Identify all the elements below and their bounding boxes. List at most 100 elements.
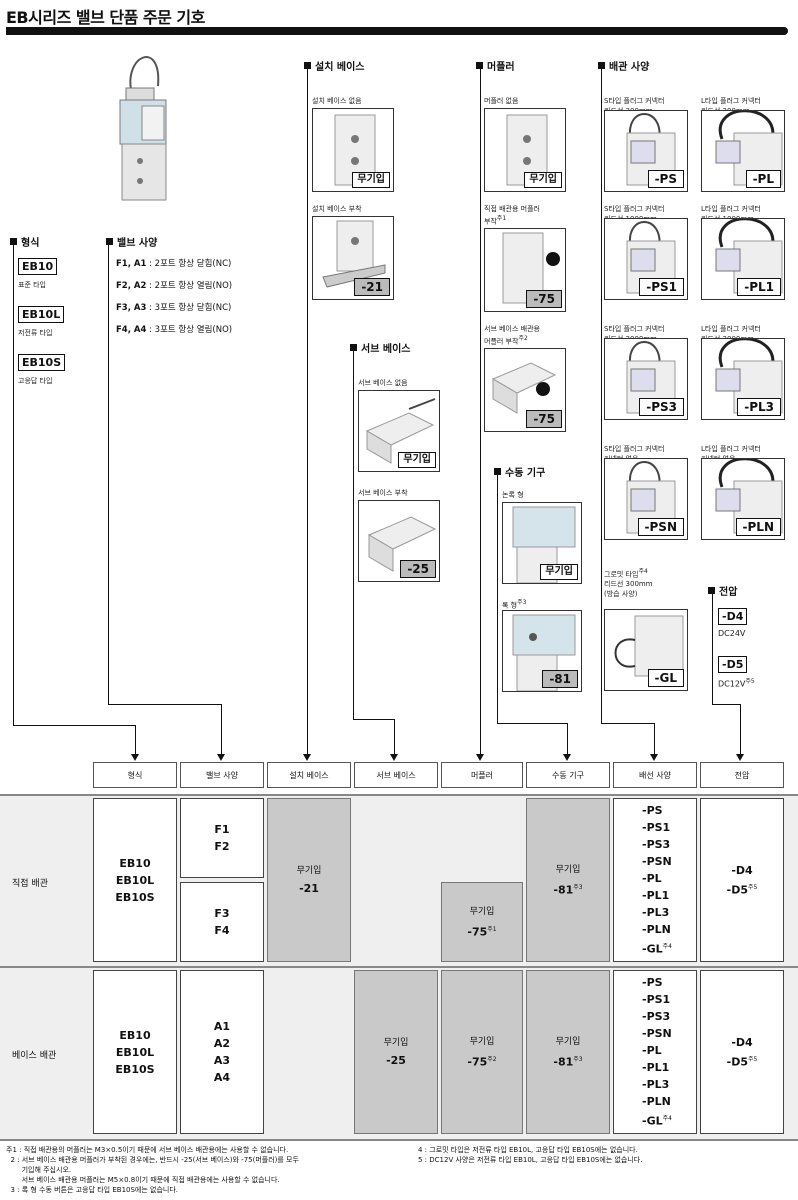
type-code-eb10s: EB10S: [18, 354, 66, 371]
manual-caption-lock: 록 형주3: [502, 599, 527, 610]
cell-value: -PS3: [642, 1010, 671, 1024]
wiring-option-image: -PS: [604, 110, 688, 192]
muffler-caption-none: 머플러 없음: [484, 97, 519, 105]
row-direct-wiring: -PS-PS1-PS3-PSN-PL-PL1-PL3-PLN-GL주4: [613, 798, 697, 962]
sub-attached-label: -25: [400, 560, 436, 578]
cell-value: -PL: [642, 1044, 662, 1058]
cell-value: A4: [213, 1071, 231, 1084]
valve-option-2: F2, A2 : 2포트 항상 열림(NO): [116, 281, 233, 291]
valve-option-4: F4, A4 : 3포트 항상 열림(NO): [116, 325, 233, 335]
cell-value: -D4: [731, 1035, 753, 1049]
sub-none-label: 무기입: [398, 452, 436, 468]
cell-value: -PS1: [642, 821, 671, 835]
header-voltage: 전압: [700, 762, 784, 788]
cell-value: -PL: [642, 872, 662, 886]
row-base-label: 베이스 배관: [12, 1051, 57, 1061]
row-direct-label: 직접 배관: [12, 879, 48, 889]
type-desc-high-speed: 고응답 타입: [18, 377, 53, 385]
header-muffler: 머플러: [441, 762, 523, 788]
table-middle-line: [0, 966, 798, 968]
wiring-option-label: -PL: [745, 170, 781, 188]
cell-value: EB10S: [115, 1062, 155, 1076]
grommet-label: -GL: [647, 669, 684, 687]
sub-attached-image: -25: [358, 500, 440, 582]
row-base-wiring: -PS -PS1 -PS3 -PSN -PL -PL1 -PL3 -PLN -GL주4: [613, 970, 697, 1134]
muffler-none-label: 무기입: [524, 172, 562, 188]
cell-value: -PLN: [642, 923, 671, 937]
mount-none-label: 무기입: [352, 172, 390, 188]
table-top-line: [0, 794, 798, 796]
cell-value: A1: [213, 1020, 231, 1033]
wiring-option-label: -PS3: [639, 398, 684, 416]
notes-left: 주1 : 직접 배관용의 머플러는 M3×0.5이기 때문에 서브 베이스 배관…: [6, 1145, 299, 1195]
cell-value: -PLN: [642, 1095, 671, 1109]
row-base-muffler: 무기입-75주2: [441, 970, 523, 1134]
row-base-voltage: -D4 -D5주5: [700, 970, 784, 1134]
voltage-code-d4: -D4: [718, 608, 748, 625]
mount-caption-none: 설치 베이스 없음: [312, 97, 362, 105]
cell-value: -GL주4: [642, 1114, 672, 1128]
cell-value: -PS: [642, 804, 663, 818]
muffler-sub-label: -75: [526, 410, 562, 428]
cell-value: F4: [214, 924, 230, 937]
sub-section-head: 서브 베이스: [350, 340, 410, 355]
valve-option-1: F1, A1 : 2포트 항상 닫힘(NC): [116, 259, 232, 269]
wiring-option-label: -PS: [647, 170, 684, 188]
cell-value: -PL3: [642, 906, 670, 920]
row-base-manual: 무기입-81주3: [526, 970, 610, 1134]
cell-value: EB10S: [115, 890, 155, 904]
cell-value: A3: [213, 1054, 231, 1067]
wiring-option-image: -PS1: [604, 218, 688, 300]
sub-none-image: 무기입: [358, 390, 440, 472]
notes-right: 4 : 그로밋 타입은 저전류 타입 EB10L, 고응답 타입 EB10S에는…: [418, 1145, 642, 1165]
note-line: 주1 : 직접 배관용의 머플러는 M3×0.5이기 때문에 서브 베이스 배관…: [6, 1146, 289, 1154]
header-type: 형식: [93, 762, 177, 788]
note-line: 4 : 그로밋 타입은 저전류 타입 EB10L, 고응답 타입 EB10S에는…: [418, 1146, 638, 1154]
table-bottom-line: [0, 1139, 798, 1141]
row-direct-muffler: 무기입-75주1: [441, 882, 523, 962]
sub-caption-none: 서브 베이스 없음: [358, 379, 408, 387]
cell-value: -D5주5: [726, 883, 758, 897]
row-direct-voltage: -D4-D5주5: [700, 798, 784, 962]
voltage-code-d5: -D5: [718, 656, 748, 673]
note-line: 3 : 록 형 수동 버튼은 고응답 타입 EB10S에는 없습니다.: [6, 1186, 179, 1194]
cell-value: EB10: [119, 1028, 151, 1042]
cell-value: -PS3: [642, 838, 671, 852]
cell-value: F2: [214, 840, 230, 853]
wiring-option-image: -PLN: [701, 458, 785, 540]
cell-value: -PL3: [642, 1078, 670, 1092]
mount-none-image: 무기입: [312, 108, 394, 192]
muffler-sub-image: -75: [484, 348, 566, 432]
muffler-direct-label: -75: [526, 290, 562, 308]
cell-value: EB10L: [115, 1045, 155, 1059]
title-bar: [6, 27, 788, 35]
cell-value: -PL1: [642, 1061, 670, 1075]
valve-option-3: F3, A3 : 3포트 항상 닫힘(NC): [116, 303, 232, 313]
row-base-sub: 무기입-25: [354, 970, 438, 1134]
wiring-option-image: -PL3: [701, 338, 785, 420]
sub-caption-attached: 서브 베이스 부착: [358, 489, 408, 497]
note-line: 2 : 서브 베이스 배관용 머플러가 부착된 경우에는, 반드시 -25(서브…: [6, 1156, 299, 1164]
note-line: 5 : DC12V 사양은 저전류 타입 EB10L, 고응답 타입 EB10S…: [418, 1156, 643, 1164]
wiring-section-head: 배관 사양: [598, 58, 649, 73]
grommet-image: -GL: [604, 609, 688, 691]
valve-product-image: [112, 46, 184, 206]
cell-value: EB10L: [115, 873, 155, 887]
mount-section-head: 설치 베이스: [304, 58, 364, 73]
row-direct-manual: 무기입-81주3: [526, 798, 610, 962]
voltage-section-head: 전압: [708, 583, 737, 598]
header-wiring: 배선 사양: [613, 762, 697, 788]
cell-value: -D5주5: [726, 1055, 758, 1069]
header-sub: 서브 베이스: [354, 762, 438, 788]
wiring-option-image: -PL1: [701, 218, 785, 300]
cell-value: -PS: [642, 976, 663, 990]
wiring-option-label: -PL1: [737, 278, 781, 296]
cell-value: -PSN: [642, 1027, 672, 1041]
row-direct-mount: 무기입-21: [267, 798, 351, 962]
cell-value: -PS1: [642, 993, 671, 1007]
